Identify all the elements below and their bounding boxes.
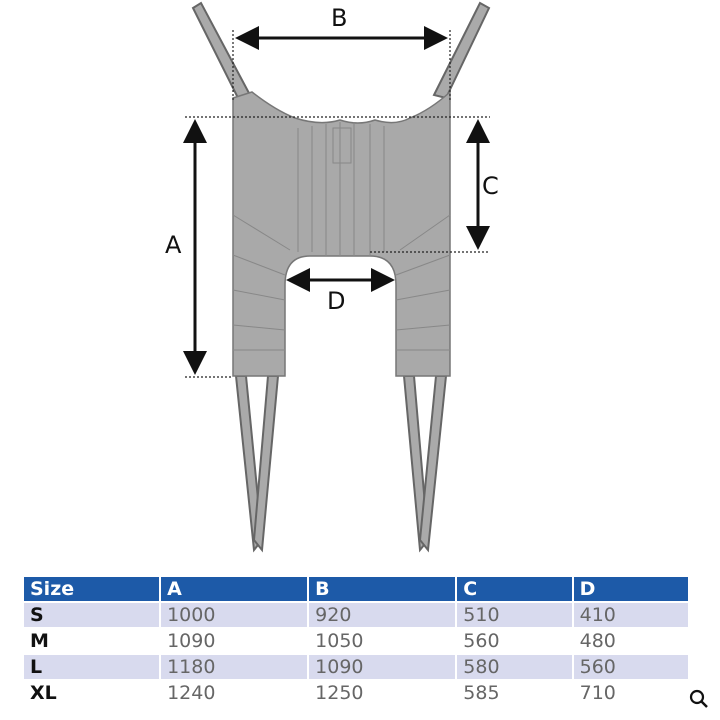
header-c: C xyxy=(457,577,574,601)
label-b: B xyxy=(331,4,347,32)
sling-diagram: B A C D xyxy=(165,1,499,553)
cell: 580 xyxy=(457,655,574,679)
cell: 710 xyxy=(574,681,690,705)
cell: 510 xyxy=(457,603,574,627)
cell: 560 xyxy=(573,655,690,679)
cell: 1250 xyxy=(309,681,458,705)
cell: 585 xyxy=(457,681,574,705)
header-size: Size xyxy=(24,577,162,601)
table-row: S 1000 920 510 410 xyxy=(24,603,690,627)
cell: 1180 xyxy=(161,655,310,679)
cell: 1090 xyxy=(161,629,310,653)
sling-seams xyxy=(232,122,451,351)
cell: 410 xyxy=(573,603,690,627)
size-table: Size A B C D S 1000 920 510 410 M 1090 1… xyxy=(24,575,690,707)
label-c: C xyxy=(482,172,499,200)
magnifier-icon[interactable] xyxy=(688,688,710,710)
shoulder-straps xyxy=(191,1,491,100)
table-header: Size A B C D xyxy=(24,577,690,601)
cell: 1090 xyxy=(309,655,458,679)
cell: 1000 xyxy=(161,603,310,627)
cell: 560 xyxy=(457,629,574,653)
cell-size: S xyxy=(24,603,162,627)
table-row: M 1090 1050 560 480 xyxy=(24,629,690,653)
cell: 1240 xyxy=(161,681,310,705)
cell: 1050 xyxy=(309,629,458,653)
cell-size: M xyxy=(24,629,162,653)
label-a: A xyxy=(165,231,182,259)
table-row: XL 1240 1250 585 710 xyxy=(24,681,690,705)
cell-size: XL xyxy=(24,681,162,705)
leg-straps xyxy=(234,375,448,553)
header-a: A xyxy=(161,577,310,601)
header-d: D xyxy=(573,577,690,601)
cell: 480 xyxy=(574,629,690,653)
header-b: B xyxy=(309,577,458,601)
table-row: L 1180 1090 580 560 xyxy=(24,655,690,679)
dimension-lines xyxy=(185,30,490,378)
sling-body xyxy=(232,90,451,377)
cell-size: L xyxy=(24,655,162,679)
cell: 920 xyxy=(309,603,458,627)
label-d: D xyxy=(327,287,345,315)
